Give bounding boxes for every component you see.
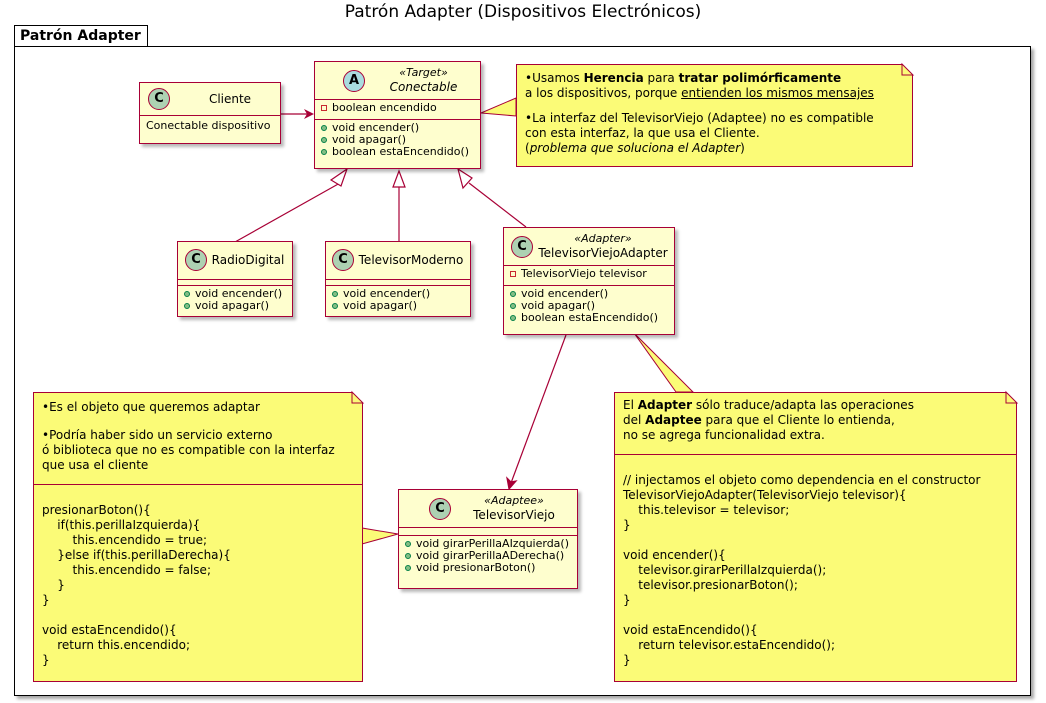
- public-icon: [510, 315, 516, 321]
- stereotype: «Target»: [399, 66, 448, 79]
- method-row: void apagar(): [510, 300, 668, 312]
- class-cliente[interactable]: C Cliente Conectable dispositivo: [139, 82, 281, 144]
- note-line: •Usamos Herencia para tratar polimórfica…: [525, 71, 842, 85]
- note-separator: [34, 484, 362, 485]
- generalization-radio: [234, 182, 341, 243]
- public-icon: [321, 125, 327, 131]
- public-icon: [405, 541, 411, 547]
- public-icon: [184, 303, 190, 309]
- class-name: TelevisorModerno: [358, 253, 464, 267]
- field-row: Conectable dispositivo: [146, 119, 271, 132]
- method-row: boolean estaEncendido(): [321, 146, 474, 158]
- method-row: void apagar(): [332, 300, 464, 312]
- method-row: void presionarBoton(): [405, 562, 571, 574]
- public-icon: [184, 291, 190, 297]
- class-icon: C: [185, 249, 207, 271]
- note-code: // injectamos el objeto como dependencia…: [623, 473, 981, 667]
- method-row: void apagar(): [184, 300, 286, 312]
- arrowhead-cliente-conectable: [304, 109, 314, 119]
- class-name-block: «Adaptee» TelevisorViejo: [453, 494, 575, 522]
- class-radiodigital[interactable]: C RadioDigital void encender() void apag…: [177, 241, 293, 317]
- triangle-radio: [329, 167, 349, 187]
- class-televisorviejoadapter[interactable]: C «Adapter» TelevisorViejoAdapter Televi…: [503, 227, 675, 335]
- class-name-block: «Adapter» TelevisorViejoAdapter: [534, 232, 672, 260]
- public-icon: [510, 291, 516, 297]
- note-link-right: [633, 332, 695, 393]
- class-icon: C: [511, 236, 533, 258]
- class-conectable[interactable]: A «Target» Conectable boolean encendido …: [314, 61, 481, 169]
- note-left: •Es el objeto que queremos adaptar •Podr…: [33, 392, 363, 682]
- method-row: void encender(): [184, 288, 286, 300]
- note-line: El Adapter sólo traduce/adapta las opera…: [623, 398, 914, 412]
- note-line: del Adaptee para que el Cliente lo entie…: [623, 413, 895, 427]
- note-code: presionarBoton(){ if(this.perillaIzquier…: [42, 503, 231, 667]
- note-line: a los dispositivos, porque entienden los…: [525, 86, 874, 100]
- class-fields: [399, 528, 577, 536]
- class-fields: [326, 280, 470, 286]
- class-fields: boolean encendido: [315, 100, 480, 120]
- note-line: ó biblioteca que no es compatible con la…: [42, 443, 335, 457]
- note-line: •Podría haber sido un servicio externo: [42, 428, 273, 442]
- class-name: TelevisorViejo: [473, 508, 555, 522]
- arrowhead-adapter-tvviejo: [506, 476, 518, 491]
- association-adapter-tvviejo: [510, 334, 567, 484]
- class-name: TelevisorViejoAdapter: [538, 246, 668, 260]
- public-icon: [405, 565, 411, 571]
- triangle-adapter: [457, 167, 473, 190]
- abstract-class-icon: A: [343, 70, 365, 92]
- field-row: TelevisorViejo televisor: [510, 268, 668, 280]
- triangle-tvmoderno: [392, 169, 406, 188]
- private-icon: [321, 105, 327, 111]
- method-row: void encender(): [321, 122, 474, 134]
- class-televisormoderno[interactable]: C TelevisorModerno void encender() void …: [325, 241, 471, 317]
- note-line: no se agrega funcionalidad extra.: [623, 428, 825, 442]
- stereotype: «Adapter»: [574, 232, 632, 245]
- method-row: void encender(): [510, 288, 668, 300]
- public-icon: [321, 137, 327, 143]
- class-methods: void encender() void apagar(): [326, 286, 470, 314]
- public-icon: [510, 303, 516, 309]
- class-icon: C: [429, 498, 451, 520]
- generalization-adapter: [468, 182, 527, 228]
- note-line: que usa el cliente: [42, 458, 149, 472]
- class-name: RadioDigital: [211, 253, 285, 267]
- class-methods: void girarPerillaAIzquierda() void girar…: [399, 536, 577, 576]
- public-icon: [332, 291, 338, 297]
- method-row: void encender(): [332, 288, 464, 300]
- note-line: con esta interfaz, la que usa el Cliente…: [525, 126, 760, 140]
- public-icon: [405, 553, 411, 559]
- method-row: void girarPerillaADerecha(): [405, 550, 571, 562]
- method-row: void girarPerillaAIzquierda(): [405, 538, 571, 550]
- class-televisorviejo[interactable]: C «Adaptee» TelevisorViejo void girarPer…: [398, 489, 578, 589]
- method-row: void apagar(): [321, 134, 474, 146]
- stereotype: «Adaptee»: [484, 494, 544, 507]
- public-icon: [321, 149, 327, 155]
- class-icon: C: [332, 249, 354, 271]
- class-name: Cliente: [208, 92, 252, 106]
- note-right: El Adapter sólo traduce/adapta las opera…: [614, 392, 1017, 682]
- note-separator: [615, 454, 1016, 455]
- class-fields: Conectable dispositivo: [140, 116, 280, 134]
- note-line: (problema que soluciona el Adapter): [525, 141, 745, 155]
- note-line: •Es el objeto que queremos adaptar: [42, 400, 260, 414]
- class-fields: [178, 280, 292, 286]
- class-methods: void encender() void apagar() boolean es…: [504, 286, 674, 326]
- method-row: boolean estaEncendido(): [510, 312, 668, 324]
- class-methods: void encender() void apagar(): [178, 286, 292, 314]
- note-link-top: [480, 97, 517, 117]
- package-frame: [14, 46, 1031, 696]
- private-icon: [510, 271, 516, 277]
- note-line: •La interfaz del TelevisorViejo (Adaptee…: [525, 111, 874, 125]
- field-row: boolean encendido: [321, 102, 474, 114]
- note-top: •Usamos Herencia para tratar polimórfica…: [516, 64, 913, 167]
- class-fields: TelevisorViejo televisor: [504, 266, 674, 286]
- class-name-block: «Target» Conectable: [371, 66, 476, 94]
- class-methods: void encender() void apagar() boolean es…: [315, 120, 480, 160]
- diagram-title: Patrón Adapter (Dispositivos Electrónico…: [344, 2, 702, 22]
- class-name: Conectable: [389, 80, 458, 94]
- package-tab: Patrón Adapter: [14, 25, 148, 47]
- note-link-left: [361, 527, 399, 545]
- class-icon: C: [148, 88, 170, 110]
- public-icon: [332, 303, 338, 309]
